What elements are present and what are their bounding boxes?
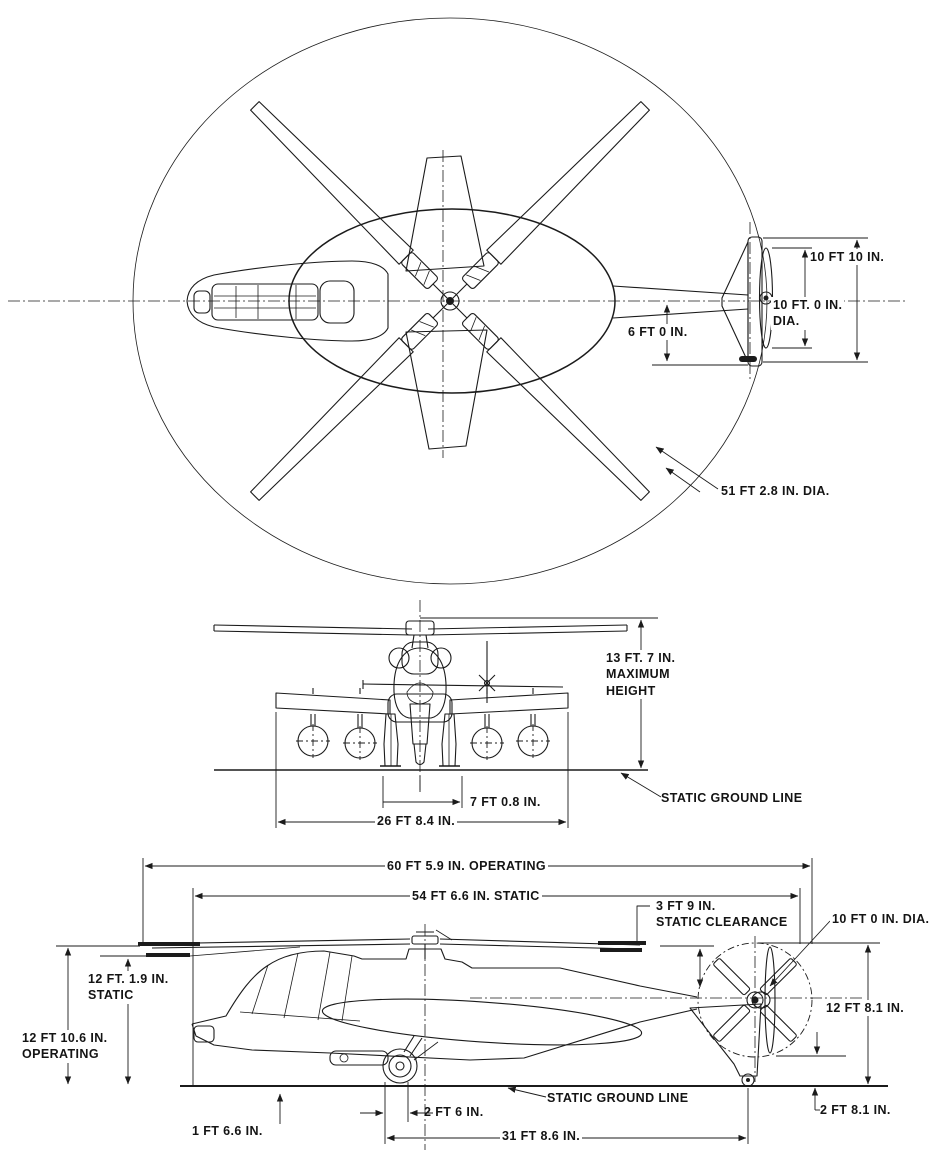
dim-tail-offset: 6 FT 0 IN. [626,324,690,341]
tail-rotor-hub [746,991,764,1009]
fore-blade [405,155,485,272]
aft-blade [405,329,488,450]
tail-boom-top [612,285,749,296]
main-blade-sw [250,303,448,501]
chin-pod [409,703,431,745]
gun-turret-side [329,1050,389,1066]
right-wing-front [449,692,569,715]
dim-tail-height: 12 FT 8.1 IN. [824,1000,907,1017]
dim-nose-clearance: 1 FT 6.6 IN. [192,1124,263,1138]
tail-boom-bottom [612,308,749,319]
main-blade-se [452,303,650,501]
top-view [8,17,908,585]
tail-rotor-edge [739,356,757,362]
ventral-fin [689,1003,762,1077]
static-ground-line-side-label: STATIC GROUND LINE [547,1091,689,1105]
dim-pusher-prop-dia: 10 FT. 0 IN. DIA. [771,297,845,330]
stores-pods [296,688,550,760]
main-wheel [382,1048,418,1084]
dim-gear-offset: 2 FT 6 IN. [424,1105,484,1119]
stabilizer-leading [721,241,749,363]
dim-static-clearance: 3 FT 9 IN. STATIC CLEARANCE [654,898,790,931]
front-view [213,600,662,828]
stabilizer [747,236,763,367]
pusher-prop-side [764,946,776,1054]
dim-wing-span: 26 FT 8.4 IN. [375,813,458,830]
dim-height-operating: 12 FT 10.6 IN. OPERATING [20,1030,110,1063]
stabilizer-front [362,683,564,688]
fuselage-top-profile [191,948,698,1025]
static-ground-line-front-label: STATIC GROUND LINE [661,791,803,805]
rotor-hub [440,291,460,311]
canopy-sill [239,1011,361,1022]
tail-rotor-disc-side [697,942,813,1058]
dim-gear-track: 7 FT 0.8 IN. [470,795,541,809]
dim-main-rotor-dia: 51 FT 2.8 IN. DIA. [721,484,830,498]
nose-sensor [193,1025,215,1043]
canopy-glazing [211,283,319,321]
dim-max-height: 13 FT. 7 IN. MAXIMUM HEIGHT [604,650,678,699]
dim-stab-span: 10 FT 10 IN. [808,249,887,266]
gun-turret-front [413,743,427,766]
dim-height-static: 12 FT. 1.9 IN. STATIC [86,971,171,1004]
static-droop-blade [189,946,301,957]
fuselage-front [393,647,447,719]
nose-turret [193,290,211,314]
main-blade-nw [250,101,448,299]
wing-side [321,998,643,1046]
side-view [56,858,888,1150]
dim-tail-rotor-dia: 10 FT 0 IN. DIA. [830,911,932,928]
dim-wheel-base: 31 FT 8.6 IN. [500,1128,583,1145]
left-wing-front [275,692,391,715]
fuselage-bottom-profile [191,1008,698,1061]
canopy-fairing [319,280,355,324]
fuselage-body [288,208,616,394]
tail-wheel [741,1073,755,1087]
main-blade-ne [452,101,650,299]
dim-length-static: 54 FT 6.6 IN. STATIC [410,888,542,905]
dim-length-operating: 60 FT 5.9 IN. OPERATING [385,858,548,875]
dim-tail-rotor-clearance: 2 FT 8.1 IN. [820,1103,891,1117]
nose-outline [186,260,389,342]
